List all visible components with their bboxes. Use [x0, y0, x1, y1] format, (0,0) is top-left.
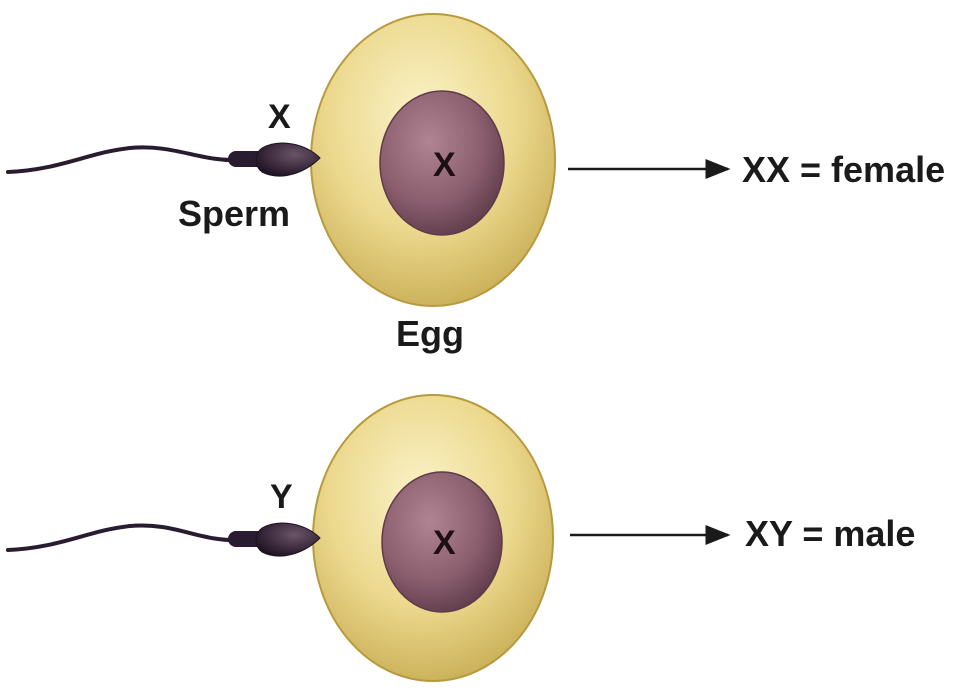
- sperm-tail-bottom: [6, 523, 242, 552]
- egg-chromosome-label-bottom: X: [433, 524, 456, 562]
- result-label-top: XX = female: [742, 149, 946, 190]
- egg-chromosome-label-top: X: [433, 146, 456, 184]
- sperm-chromosome-label-bottom: Y: [270, 478, 293, 516]
- sperm-tail-top: [6, 145, 242, 174]
- sperm-chromosome-label-top: X: [268, 98, 291, 136]
- egg-nucleus-bottom: [381, 471, 503, 613]
- sperm-label: Sperm: [178, 193, 291, 234]
- sperm-head-top: [255, 142, 321, 177]
- result-label-bottom: XY = male: [745, 513, 916, 554]
- egg-nucleus-top: [379, 90, 505, 236]
- egg-label: Egg: [396, 313, 464, 354]
- sperm-head-bottom: [255, 522, 321, 557]
